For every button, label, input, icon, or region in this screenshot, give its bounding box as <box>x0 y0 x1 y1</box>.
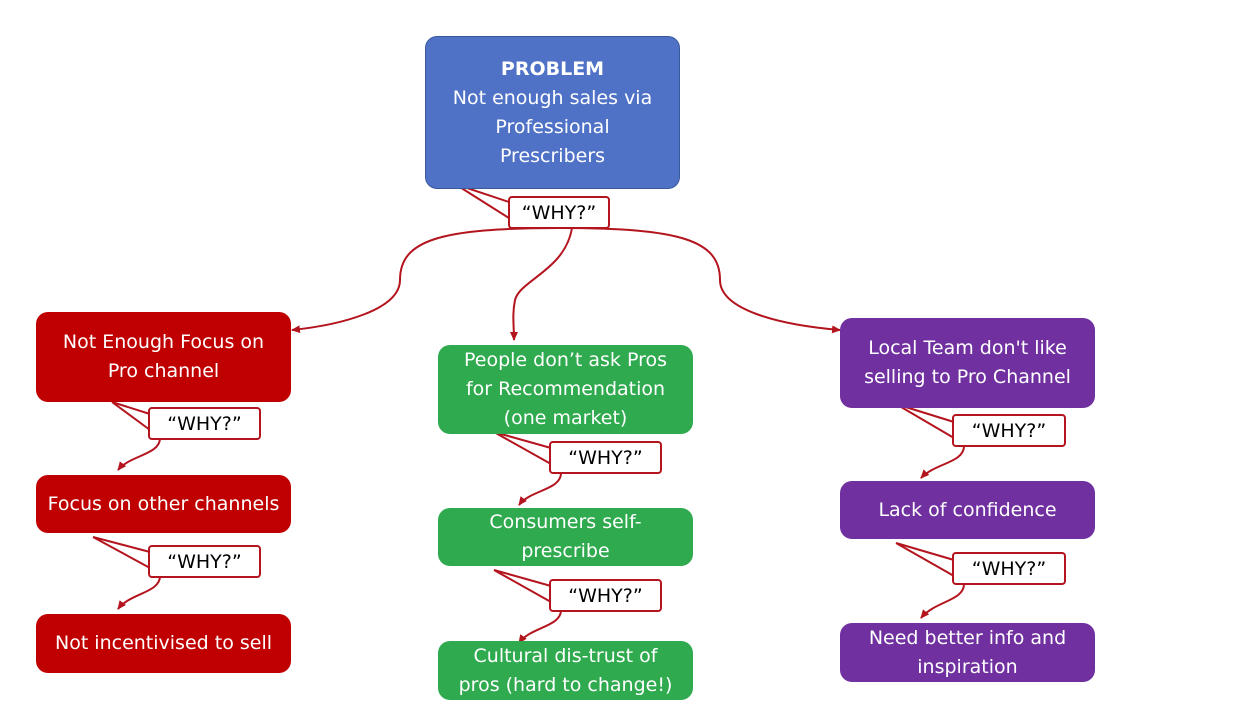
why-callout-right-2: “WHY?” <box>952 552 1066 585</box>
middle-node-no-recommendation: People don’t ask Pros for Recommendation… <box>438 345 693 434</box>
why-callout-left-1: “WHY?” <box>148 407 261 440</box>
left-node-other-channels: Focus on other channels <box>36 475 291 533</box>
branch-arrow-middle <box>509 227 573 341</box>
why-callout-tail <box>92 536 151 569</box>
middle-node-cultural-distrust: Cultural dis-trust of pros (hard to chan… <box>438 641 693 700</box>
right-node-lack-confidence: Lack of confidence <box>840 481 1095 539</box>
why-callout-tail <box>493 569 552 603</box>
why-callout-left-2: “WHY?” <box>148 545 261 578</box>
node-text: pros (hard to change!) <box>458 673 673 696</box>
branch-arrow-left <box>291 227 561 334</box>
problem-line: Prescribers <box>499 144 606 167</box>
why-arrow <box>920 445 965 479</box>
left-node-focus-pro-channel: Not Enough Focus on Pro channel <box>36 312 291 402</box>
why-callout-tail <box>111 401 151 431</box>
node-text: Consumers self- <box>489 511 642 533</box>
why-callout-top: “WHY?” <box>508 196 610 229</box>
problem-heading: PROBLEM <box>500 57 605 80</box>
why-callout-right-1: “WHY?” <box>952 414 1066 447</box>
node-text: Not Enough Focus on <box>62 331 265 353</box>
why-callout-tail <box>454 183 513 221</box>
node-text: selling to Pro Channel <box>864 366 1071 388</box>
left-node-not-incentivised: Not incentivised to sell <box>36 614 291 673</box>
middle-node-self-prescribe: Consumers self- prescribe <box>438 508 693 566</box>
why-arrow <box>920 583 965 619</box>
node-text: Cultural dis-trust of <box>473 644 658 667</box>
node-text: Local Team don't like <box>868 337 1067 359</box>
why-arrow <box>518 472 562 506</box>
why-callout-tail <box>895 542 955 577</box>
problem-line: Not enough sales via <box>452 86 653 109</box>
why-callout-middle-2: “WHY?” <box>549 579 662 612</box>
branch-arrow-right <box>559 227 841 334</box>
why-arrow <box>117 575 161 610</box>
node-text: People don’t ask Pros <box>463 349 668 371</box>
why-arrow <box>117 437 161 471</box>
node-text: prescribe <box>521 540 610 562</box>
node-text: Lack of confidence <box>878 498 1057 521</box>
why-callout-tail <box>493 431 552 465</box>
node-text: Pro channel <box>107 360 220 382</box>
problem-line: Professional <box>495 115 610 138</box>
right-node-local-team: Local Team don't like selling to Pro Cha… <box>840 318 1095 408</box>
node-text: inspiration <box>917 655 1018 678</box>
why-callout-middle-1: “WHY?” <box>549 441 662 474</box>
problem-node: PROBLEM Not enough sales via Professiona… <box>425 36 680 189</box>
node-text: (one market) <box>503 407 628 429</box>
node-text: Focus on other channels <box>47 492 280 515</box>
node-text: Not incentivised to sell <box>54 632 273 654</box>
why-arrow <box>518 609 562 644</box>
why-callout-tail <box>895 403 955 439</box>
node-text: Need better info and <box>868 626 1067 649</box>
node-text: for Recommendation <box>465 378 666 400</box>
right-node-better-info: Need better info and inspiration <box>840 623 1095 682</box>
